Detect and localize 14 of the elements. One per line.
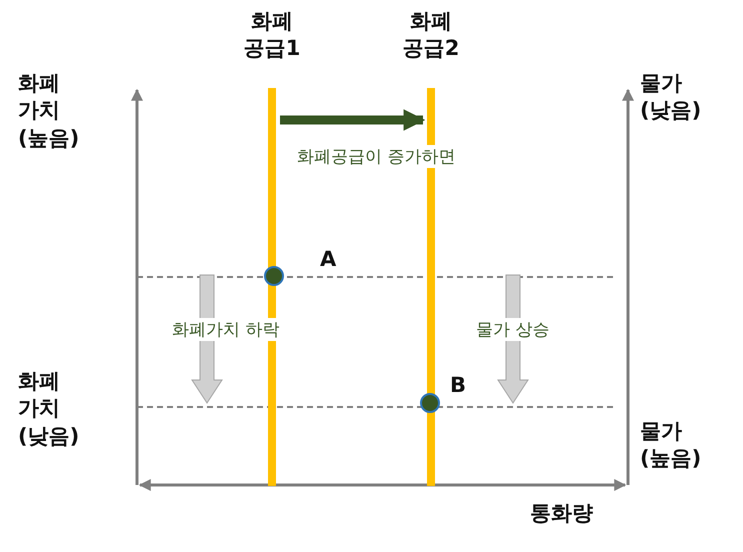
- annotation-text: 물가 상승: [474, 318, 552, 341]
- axis-title: 통화량: [530, 500, 593, 527]
- point-marker: [420, 393, 440, 413]
- line-label: 화폐 공급2: [402, 8, 460, 62]
- point-label: B: [450, 372, 466, 399]
- axis-label: 화폐 가치 (낮음): [18, 368, 80, 450]
- annotation-text: 화폐가치 하락: [170, 318, 282, 341]
- axis-label: 물가 (낮음): [640, 70, 702, 124]
- line-label: 화폐 공급1: [244, 8, 300, 62]
- point-label: A: [320, 246, 336, 273]
- axis-label: 물가 (높음): [640, 418, 702, 472]
- arrow: [280, 109, 426, 131]
- point-marker: [264, 266, 284, 286]
- axis-label: 화폐 가치 (높음): [18, 70, 80, 152]
